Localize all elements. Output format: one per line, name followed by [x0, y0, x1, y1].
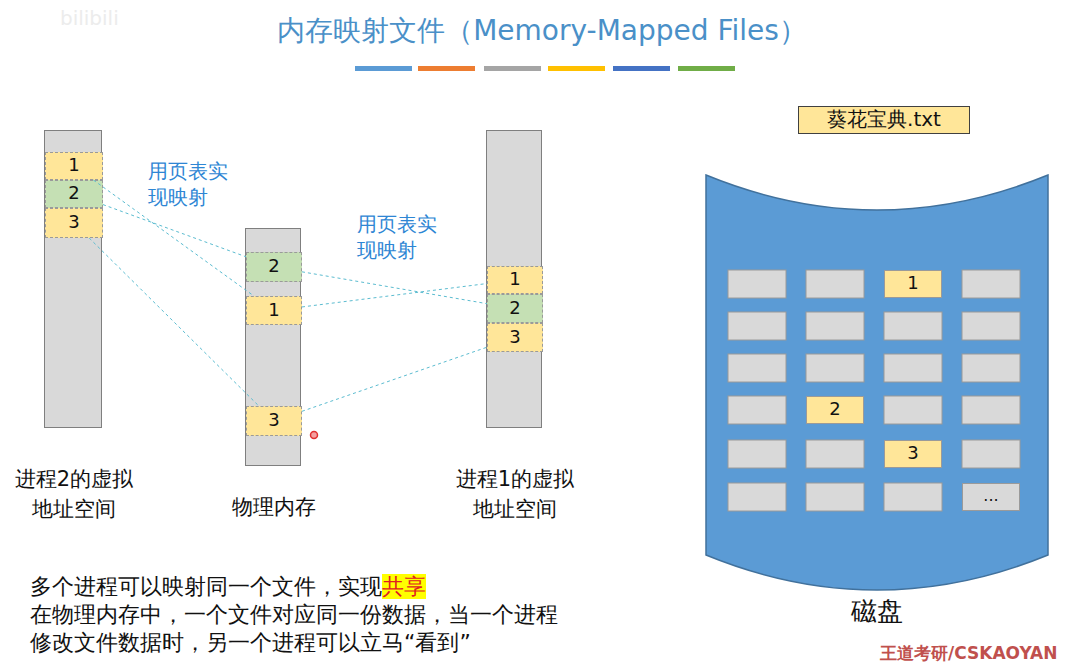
disk-block — [962, 312, 1020, 340]
page-number: 1 — [247, 296, 301, 323]
disk-block — [962, 396, 1020, 424]
color-bar — [548, 66, 605, 71]
page-block: 3 — [45, 208, 103, 238]
disk-outline — [706, 175, 1048, 590]
disk-block — [728, 440, 786, 468]
disk-block — [728, 270, 786, 298]
slide-title: 内存映射文件（Memory-Mapped Files） — [0, 12, 1084, 50]
disk-block — [728, 396, 786, 424]
color-bar — [484, 66, 541, 71]
color-bar — [613, 66, 670, 71]
page-block: 1 — [487, 266, 543, 294]
note-text: 在物理内存中，一个文件对应同一份数据，当一个进程 修改文件数据时，另一个进程可以… — [30, 601, 590, 657]
block-number: 3 — [885, 440, 941, 466]
page-number: 1 — [488, 266, 542, 292]
page-number: 3 — [46, 208, 102, 236]
annotation: 用页表实 现映射 — [357, 211, 457, 263]
mapping-line — [302, 347, 487, 411]
space-label: 物理内存 — [209, 492, 339, 522]
cylinder-body — [706, 175, 1048, 590]
mapping-line — [302, 272, 487, 304]
file-name-box: 葵花宝典.txt — [798, 106, 970, 134]
color-bar — [418, 66, 475, 71]
page-block: 3 — [487, 323, 543, 352]
cursor-dot — [311, 432, 318, 439]
page-number: 2 — [46, 180, 102, 206]
disk-block — [806, 354, 864, 382]
disk-block — [884, 312, 942, 340]
address-space-column: 进程2的虚拟 地址空间123 — [44, 130, 102, 428]
page-number: 2 — [488, 294, 542, 321]
page-number: 3 — [488, 323, 542, 350]
color-bar — [355, 66, 412, 71]
disk-block — [806, 312, 864, 340]
disk-block — [962, 440, 1020, 468]
disk-block — [806, 270, 864, 298]
address-space-column: 物理内存213 — [245, 228, 301, 466]
disk-block — [962, 270, 1020, 298]
block-number: 2 — [807, 396, 863, 422]
color-bar — [678, 66, 735, 71]
disk-label: 磁盘 — [706, 593, 1048, 631]
disk-block: ... — [962, 483, 1020, 511]
address-space-column: 进程1的虚拟 地址空间123 — [486, 130, 542, 428]
disk-block: 1 — [884, 270, 942, 298]
space-label: 进程2的虚拟 地址空间 — [9, 464, 139, 525]
watermark: bilibili — [60, 6, 180, 31]
disk-block — [884, 483, 942, 511]
page-block: 1 — [246, 296, 302, 325]
disk-block — [806, 483, 864, 511]
page-block: 2 — [246, 252, 302, 282]
mapping-line — [103, 205, 246, 257]
mapping-line — [93, 180, 254, 296]
page-block: 3 — [246, 406, 302, 436]
disk-block — [728, 354, 786, 382]
note-text: 多个进程可以映射同一个文件，实现 — [30, 574, 382, 599]
space-label: 进程1的虚拟 地址空间 — [450, 464, 580, 525]
disk-block — [962, 354, 1020, 382]
disk-block — [884, 396, 942, 424]
disk-block: 3 — [884, 440, 942, 468]
block-number: ... — [963, 483, 1019, 509]
disk-block — [728, 483, 786, 511]
mapping-line — [89, 238, 259, 406]
page-number: 1 — [46, 152, 102, 178]
highlight-word: 共享 — [382, 574, 426, 599]
page-number: 3 — [247, 406, 301, 434]
page-block: 1 — [45, 152, 103, 180]
page-block: 2 — [45, 180, 103, 208]
watermark: 王道考研/CSKAOYAN — [880, 643, 1084, 664]
disk-block — [884, 354, 942, 382]
page-block: 2 — [487, 294, 543, 323]
block-number: 1 — [885, 270, 941, 296]
disk-block — [728, 312, 786, 340]
disk-cylinder: 磁盘123... — [706, 175, 1048, 590]
disk-block: 2 — [806, 396, 864, 424]
page-number: 2 — [247, 252, 301, 280]
file-name: 葵花宝典.txt — [799, 106, 969, 132]
mapping-line — [302, 284, 487, 307]
annotation: 用页表实 现映射 — [148, 158, 248, 210]
disk-block — [806, 440, 864, 468]
